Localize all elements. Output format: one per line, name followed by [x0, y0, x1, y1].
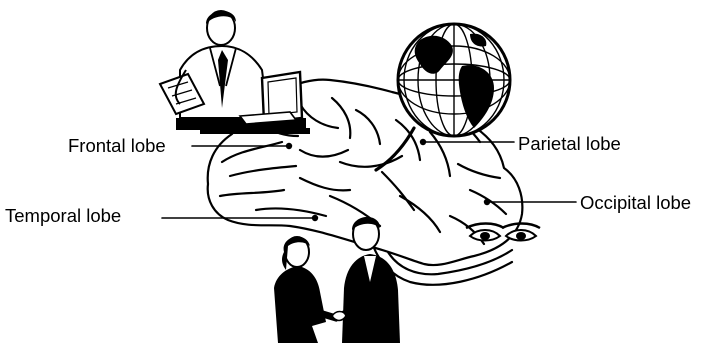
occipital-lobe-label: Occipital lobe	[580, 194, 691, 213]
globe-icon	[398, 24, 510, 136]
parietal-lobe-label: Parietal lobe	[518, 135, 621, 154]
man-reading-at-computer-icon	[160, 11, 310, 134]
eyes-icon	[466, 224, 540, 241]
frontal-lobe-label: Frontal lobe	[68, 137, 166, 156]
temporal-lobe-label: Temporal lobe	[5, 207, 121, 226]
